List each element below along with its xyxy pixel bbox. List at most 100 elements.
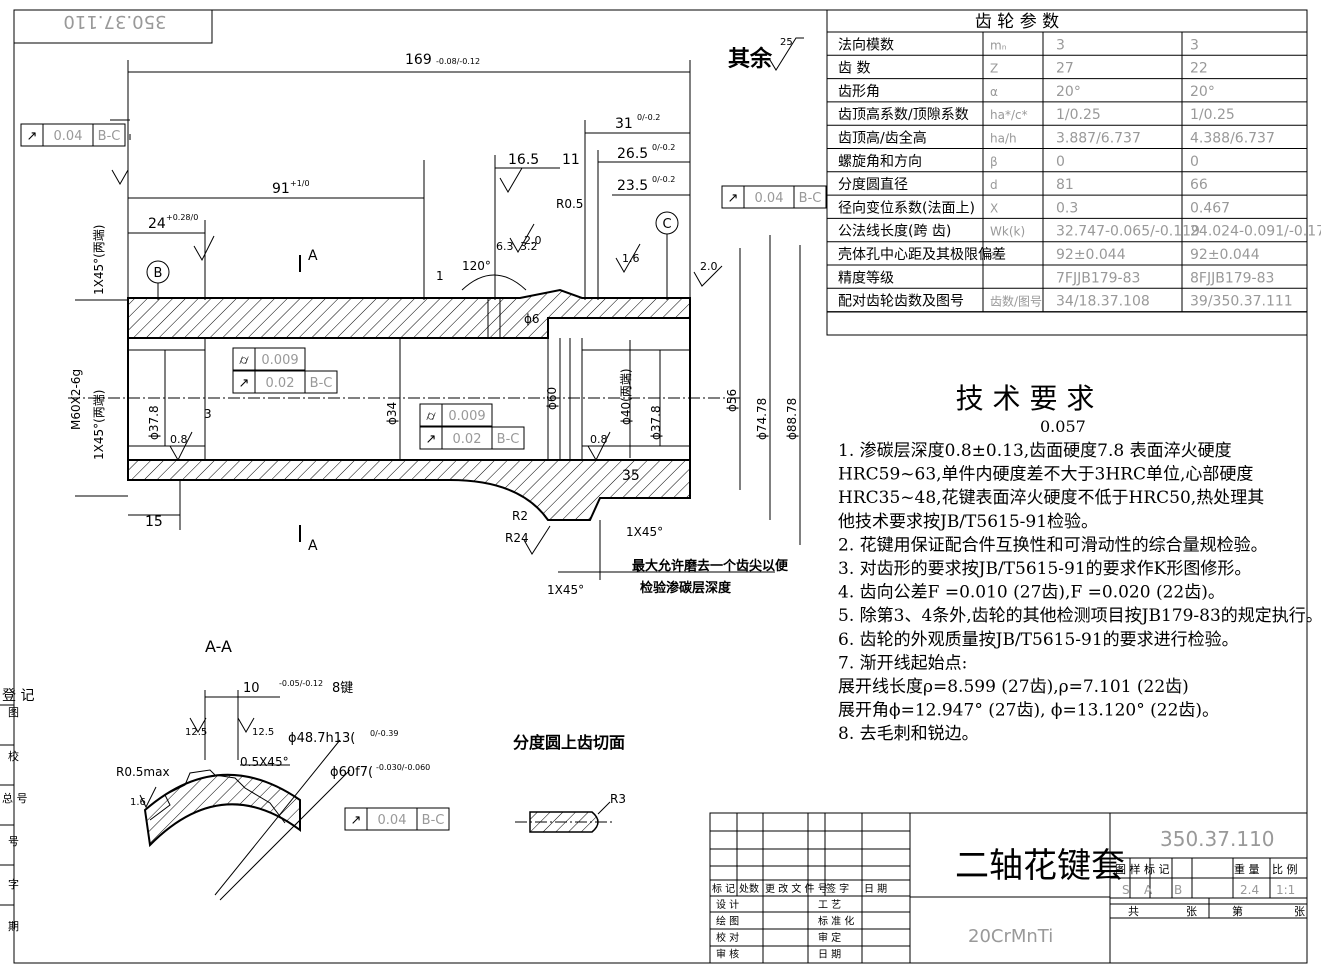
side-label-number: 号 <box>8 835 19 848</box>
gear-row-symbol: α <box>990 85 998 99</box>
side-label-sign: 字 <box>8 877 19 891</box>
tolerance-value: 0.04 <box>755 191 784 206</box>
gear-row-name: 齿 数 <box>838 61 870 77</box>
side-label-date: 期 <box>8 920 19 933</box>
gear-row-name: 配对齿轮齿数及图号 <box>838 294 964 310</box>
aa-title: A-A <box>205 637 232 656</box>
tolerance-symbol-icon: ↗ <box>426 432 437 447</box>
gear-row-value-27: 3 <box>1056 37 1065 53</box>
datum-b-label: B <box>154 266 163 281</box>
gear-row-symbol: X <box>990 201 998 215</box>
gear-row-symbol: a <box>990 248 997 262</box>
flipped-number-box <box>13 9 213 44</box>
aa-ra-125-a: 12.5 <box>185 727 207 738</box>
gear-row-value-27: 27 <box>1056 61 1074 77</box>
dim-r05: R0.5 <box>556 197 583 211</box>
tolerance-datum: B-C <box>497 432 520 447</box>
ra-32: 3.2 <box>520 240 538 253</box>
sheet-total-unit: 张 <box>1186 905 1197 918</box>
tech-line: 8. 去毛刺和锐边。 <box>838 724 979 744</box>
tech-line: 6. 齿轮的外观质量按JB/T5615-91的要求进行检验。 <box>838 630 1239 650</box>
gear-row-value-27: 0 <box>1056 154 1065 170</box>
gear-row-name: 齿形角 <box>838 84 880 100</box>
tech-line: HRC35~48,花键表面淬火硬度不低于HRC50,热处理其 <box>838 488 1264 508</box>
dim-phi6: ϕ6 <box>524 312 540 326</box>
tolerance-datum: B-C <box>310 376 333 391</box>
role-label: 日 期 <box>818 949 841 961</box>
gear-row-name: 分度圆直径 <box>838 176 908 193</box>
role-label: 绘 图 <box>716 915 739 928</box>
aa-dim-10-tol: -0.05/-0.12 <box>279 679 323 688</box>
gear-row-symbol: Z <box>990 62 998 76</box>
tolerance-value: 0.009 <box>261 353 298 368</box>
grind-note-1: 最大允许磨去一个齿尖以便 <box>632 558 789 574</box>
side-label-check: 校 <box>8 749 19 763</box>
dim-phi60: ϕ60 <box>545 387 559 410</box>
dim-35: 35 <box>622 468 640 484</box>
stage-a: A <box>1144 883 1153 897</box>
gear-row-value-22: 39/350.37.111 <box>1190 294 1293 310</box>
gear-row-value-22: 1/0.25 <box>1190 107 1235 123</box>
dim-r24: R24 <box>505 531 529 545</box>
hdr-weight: 重 量 <box>1234 862 1260 876</box>
gear-row-value-27: 3.887/6.737 <box>1056 131 1141 147</box>
sheet-border <box>13 9 1308 964</box>
tolerance-symbol-icon: ↗ <box>728 191 739 206</box>
part-name: 二轴花键套 <box>955 846 1125 886</box>
role-label: 审 核 <box>716 948 739 961</box>
role-label: 标 准 化 <box>818 915 854 928</box>
tolerance-symbol-icon: ⌭ <box>426 409 436 424</box>
tolerance-datum: B-C <box>98 129 121 144</box>
gear-row-value-27: 20° <box>1056 84 1081 100</box>
gear-table-title: 齿 轮 参 数 <box>975 12 1059 32</box>
gear-row-name: 径向变位系数(法面上) <box>838 200 975 216</box>
side-label-drawing: 图 <box>8 706 19 719</box>
aa-phi487-tol: 0/-0.39 <box>370 729 398 738</box>
tolerance-value: 0.02 <box>453 432 482 447</box>
dim-phi8878: ϕ88.78 <box>785 398 799 440</box>
dim-15: 15 <box>145 514 163 530</box>
dim-angle-120: 120° <box>462 259 491 273</box>
dim-r3: 3 <box>204 407 212 421</box>
datum-c-label: C <box>662 217 671 232</box>
gear-row-value-27: 1/0.25 <box>1056 107 1101 123</box>
gear-row-value-27: 81 <box>1056 177 1074 193</box>
title-block <box>709 812 1308 964</box>
gear-row-value-22: 92±0.044 <box>1190 247 1260 263</box>
tech-line: 他技术要求按JB/T5615-91检验。 <box>838 512 1098 532</box>
tech-line: 1. 渗碳层深度0.8±0.13,齿面硬度7.8 表面淬火硬度 <box>838 441 1232 461</box>
side-label-total: 总 号 <box>2 791 28 805</box>
aa-section-view <box>143 690 351 901</box>
surface-note: 其余 <box>728 46 773 72</box>
tech-line: 展开角ϕ=12.947° (27齿), ϕ=13.120° (22齿)。 <box>838 701 1219 721</box>
pitch-section-r3: R3 <box>610 792 626 806</box>
tech-line: 7. 渐开线起始点: <box>838 653 967 673</box>
aa-dim-10: 10 <box>243 681 260 696</box>
tolerance-datum: B-C <box>422 813 445 828</box>
sheet-page: 第 <box>1232 904 1243 918</box>
surface-note-value: 25 <box>780 37 793 48</box>
section-label-a-bottom: A <box>308 538 318 554</box>
tech-line: 4. 齿向公差F =0.010 (27齿),F =0.020 (22齿)。 <box>838 583 1225 603</box>
gear-row-value-22: 0 <box>1190 154 1199 170</box>
dim-chamfer-both-top: 1X45°(两端) <box>92 225 106 296</box>
gear-row-symbol: ha/h <box>990 132 1017 146</box>
dim-26: 26.5 <box>617 146 648 162</box>
material: 20CrMnTi <box>968 926 1053 947</box>
dim-24: 24 <box>148 216 166 232</box>
dim-31-tol: 0/-0.2 <box>637 113 660 122</box>
gear-row-value-27: 34/18.37.108 <box>1056 294 1150 310</box>
tech-line: HRC59~63,单件内硬度差不大于3HRC单位,心部硬度 <box>838 465 1253 485</box>
dim-23-tol: 0/-0.2 <box>652 175 675 184</box>
aa-roughness-symbols <box>139 717 255 809</box>
hdr-scale: 比 例 <box>1272 862 1298 876</box>
tolerance-symbol-icon: ↗ <box>239 376 250 391</box>
gear-row-symbol: Wk(k) <box>990 225 1025 239</box>
tech-line: 展开线长度ρ=8.599 (27齿),ρ=7.101 (22齿) <box>838 677 1189 697</box>
dim-phi34: ϕ34 <box>385 402 399 425</box>
gear-row-symbol: mₙ <box>990 38 1007 52</box>
ra-08-right: 0.8 <box>590 433 608 446</box>
aa-key: 8键 <box>332 681 353 696</box>
